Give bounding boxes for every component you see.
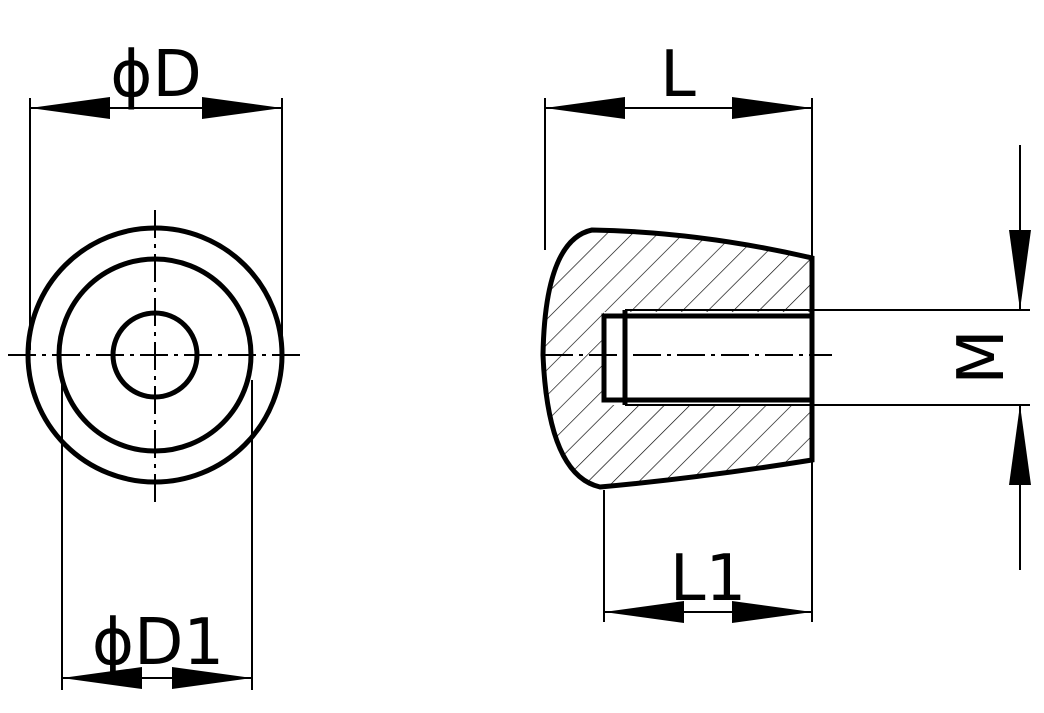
front-view: ϕD ϕD1	[8, 38, 302, 690]
side-section-view: L L1 M	[540, 38, 1031, 623]
outer-circle	[25, 225, 285, 485]
knob-body-outline	[540, 227, 815, 490]
dimension-label-m: M	[945, 329, 1019, 384]
dimension-label-d1: ϕD1	[92, 606, 224, 680]
dimension-label-d: ϕD	[110, 38, 202, 112]
middle-circle	[56, 256, 254, 454]
dimension-label-l: L	[660, 38, 696, 112]
bore-circle	[110, 310, 200, 400]
dimension-label-l1: L1	[670, 542, 746, 616]
threaded-bore	[601, 313, 815, 403]
